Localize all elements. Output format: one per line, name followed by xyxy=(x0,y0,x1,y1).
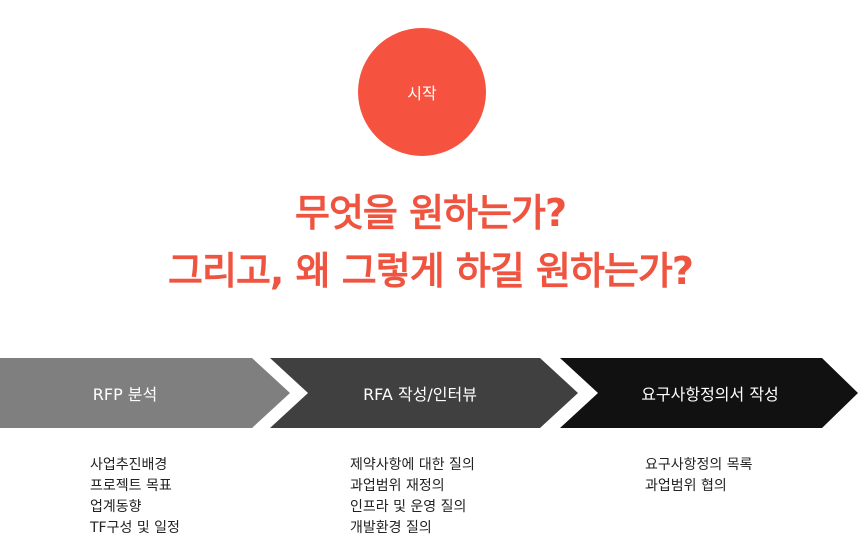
detail-item: 개발환경 질의 xyxy=(350,520,432,536)
detail-item: 인프라 및 운영 질의 xyxy=(350,499,467,515)
requirements-details: 요구사항정의 목록 과업범위 협의 xyxy=(645,455,753,497)
start-label: 시작 xyxy=(407,84,437,103)
detail-item: 과업범위 협의 xyxy=(645,478,727,494)
detail-item: 과업범위 재정의 xyxy=(350,478,445,494)
step-arrow-requirements xyxy=(560,358,858,428)
detail-item: TF구성 및 일정 xyxy=(90,520,180,536)
detail-item: 요구사항정의 목록 xyxy=(645,457,753,473)
start-circle: 시작 xyxy=(358,28,486,156)
step-arrow-rfp xyxy=(0,358,290,428)
detail-item: 프로젝트 목표 xyxy=(90,478,172,494)
step-label-rfa: RFA 작성/인터뷰 xyxy=(363,385,477,404)
headline-line-2: 그리고, 왜 그렇게 하길 원하는가? xyxy=(168,249,694,293)
step-label-rfp: RFP 분석 xyxy=(92,385,158,404)
rfa-details: 제약사항에 대한 질의 과업범위 재정의 인프라 및 운영 질의 개발환경 질의 xyxy=(350,455,475,539)
detail-item: 업계동향 xyxy=(90,499,142,515)
step-arrows xyxy=(0,358,858,428)
rfp-details: 사업추진배경 프로젝트 목표 업계동향 TF구성 및 일정 xyxy=(90,455,180,539)
step-label-requirements: 요구사항정의서 작성 xyxy=(641,385,779,404)
detail-item: 사업추진배경 xyxy=(90,457,168,473)
detail-item: 제약사항에 대한 질의 xyxy=(350,457,475,473)
headline-line-1: 무엇을 원하는가? xyxy=(295,191,567,235)
step-arrow-rfa xyxy=(270,358,578,428)
process-steps: RFP 분석 RFA 작성/인터뷰 요구사항정의서 작성 xyxy=(0,358,861,428)
